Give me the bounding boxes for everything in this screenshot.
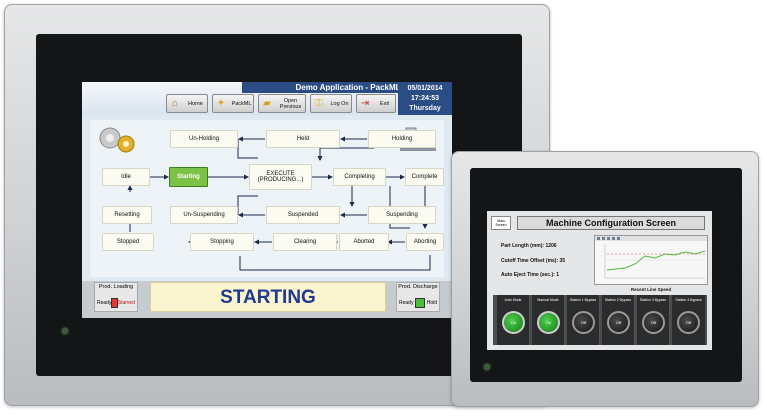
home-icon: ⌂: [171, 97, 179, 109]
state-complete: Complete: [405, 168, 444, 186]
home-button[interactable]: ⌂Home: [166, 94, 208, 113]
prod-discharge-switch[interactable]: [415, 298, 426, 308]
state-completing: Completing: [333, 168, 386, 186]
trend-label: Recent Line Speed: [630, 287, 672, 292]
power-led-large: [62, 328, 68, 334]
time-text: 17:24:53: [410, 95, 440, 102]
state-aborted: Aborted: [339, 233, 389, 251]
config-screen-title: Machine Configuration Screen: [517, 216, 705, 230]
prod-loading-panel: Prod. Loading Ready Starved: [94, 282, 138, 312]
main-screen-button[interactable]: Main Screen: [491, 216, 511, 230]
trend-plot: [595, 236, 707, 279]
auto-mode-indicator: On: [502, 311, 525, 334]
field-auto-eject: Auto Eject Time (sec.): 1: [501, 272, 559, 278]
state-stopped: Stopped: [102, 233, 154, 251]
prod-loading-title: Prod. Loading: [98, 284, 134, 290]
prod-loading-switch[interactable]: [111, 298, 118, 308]
packml-button[interactable]: ✦PackML: [212, 94, 254, 113]
station-3-bypass-indicator: Off: [642, 311, 665, 334]
prod-loading-starved: Starved: [117, 300, 135, 306]
exit-icon: ⇥: [360, 97, 370, 109]
state-starting: Starting: [169, 167, 208, 187]
part-length-value[interactable]: 1206: [545, 243, 557, 249]
prod-discharge-ready: Ready: [399, 300, 414, 306]
weekday-text: Thursday: [409, 105, 441, 112]
power-led-small: [484, 364, 490, 370]
gear-icon: [99, 127, 135, 153]
exit-button[interactable]: ⇥Exit: [356, 94, 396, 113]
state-suspending: Suspending: [368, 206, 436, 224]
state-suspended: Suspended: [266, 206, 340, 224]
prod-discharge-panel: Prod. Discharge Ready Hold: [396, 282, 440, 312]
log-on-button[interactable]: ⚿Log On: [310, 94, 352, 113]
prod-loading-ready: Ready: [97, 300, 112, 306]
state-execute: EXECUTE (PRODUCING...): [249, 164, 312, 190]
station-2-bypass-button[interactable]: Station 2 Bypass Off: [602, 295, 635, 345]
field-cutoff-offset: Cutoff Time Offset (ms): 35: [501, 258, 566, 264]
auto-eject-value[interactable]: 1: [556, 272, 559, 278]
station-4-bypass-button[interactable]: Station 4 Bypass Off: [672, 295, 705, 345]
auto-mode-button[interactable]: Auto Mode On: [497, 295, 530, 345]
manual-mode-button[interactable]: Manual Mode On: [532, 295, 565, 345]
station-2-bypass-indicator: Off: [607, 311, 630, 334]
datetime-display: 05/01/2014 17:24:53 Thursday: [398, 82, 452, 115]
state-stopping: Stopping: [190, 233, 254, 251]
machine-state-banner: STARTING: [150, 282, 386, 312]
line-speed-trend: [594, 235, 708, 285]
field-part-length: Part Length (mm): 1206: [501, 243, 557, 249]
state-unholding: Un-Holding: [170, 130, 238, 148]
station-3-bypass-button[interactable]: Station 3 Bypass Off: [637, 295, 670, 345]
machine-config-screen: Main Screen Machine Configuration Screen…: [487, 211, 712, 350]
prod-discharge-hold: Hold: [426, 300, 437, 306]
station-1-bypass-button[interactable]: Station 1 Bypass Off: [567, 295, 600, 345]
station-4-bypass-indicator: Off: [677, 311, 700, 334]
state-clearing: Clearing: [273, 233, 337, 251]
state-unsuspending: Un-Suspending: [170, 206, 238, 224]
state-aborting: Aborting: [406, 233, 444, 251]
packml-screen: Demo Application - PackML ⌂Home ✦PackML …: [82, 82, 452, 318]
key-icon: ⚿: [315, 97, 323, 109]
station-1-bypass-indicator: Off: [572, 311, 595, 334]
cutoff-offset-value[interactable]: 35: [559, 258, 566, 264]
open-previous-button[interactable]: ▰Open Previous: [258, 94, 306, 113]
app-title: Demo Application - PackML: [242, 82, 452, 93]
star-icon: ✦: [216, 97, 226, 109]
prod-discharge-title: Prod. Discharge: [398, 284, 438, 290]
state-resetting: Resetting: [102, 206, 152, 224]
state-holding: Holding: [368, 130, 436, 148]
state-idle: Idle: [102, 168, 150, 186]
manual-mode-indicator: On: [537, 311, 560, 334]
folder-icon: ▰: [263, 97, 271, 109]
date-text: 05/01/2014: [407, 85, 443, 92]
mode-button-row: Auto Mode On Manual Mode On Station 1 By…: [493, 295, 707, 345]
packml-state-diagram: Un-Holding Held Holding Idle Starting EX…: [90, 120, 444, 277]
state-held: Held: [266, 130, 340, 148]
